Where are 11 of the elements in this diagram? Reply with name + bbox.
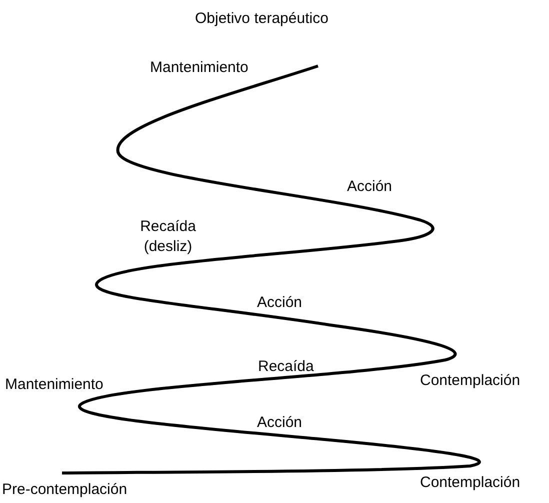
stage-label: Pre-contemplación	[2, 480, 128, 500]
stage-label: Acción	[347, 177, 392, 197]
diagram-title: Objetivo terapéutico	[195, 9, 328, 29]
stage-label: Acción	[257, 413, 302, 433]
stage-label: Mantenimiento	[5, 375, 104, 395]
stage-label: Acción	[257, 293, 302, 313]
stage-label: Contemplación	[420, 473, 520, 493]
stage-label: Contemplación	[420, 371, 520, 391]
stage-label: Recaída (desliz)	[139, 217, 197, 257]
stage-label: Mantenimiento	[150, 58, 248, 78]
stage-label: Recaída	[258, 357, 314, 377]
